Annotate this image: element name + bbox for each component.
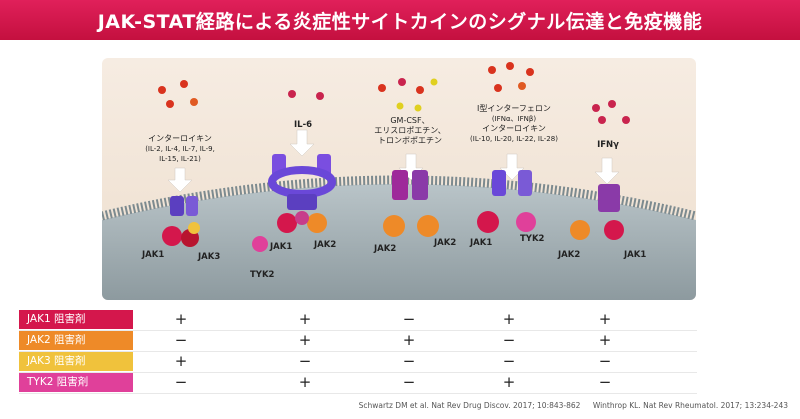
row-label: JAK3 阻害剤 <box>19 352 133 371</box>
kinase-label-jak1: JAK1 <box>270 242 293 252</box>
ligand-label-gm-csf: GM-CSF、 エリスロポエチン、 トロンボポエチン <box>374 116 446 145</box>
cytoplasm <box>102 184 696 300</box>
table-row-tyk2: TYK2 阻害剤 − + − + − <box>19 373 697 394</box>
kinase-label-jak2: JAK2 <box>558 250 581 260</box>
table-row-jak1: JAK1 阻害剤 + + − + + <box>19 310 697 331</box>
table-cell: + <box>298 373 312 391</box>
table-cell: + <box>298 331 312 349</box>
inhibitor-table: JAK1 阻害剤 + + − + + JAK2 阻害剤 − + + − + JA… <box>19 310 697 394</box>
cell-membrane <box>102 175 696 221</box>
table-row-jak3: JAK3 阻害剤 + − − − − <box>19 352 697 373</box>
table-cell: − <box>402 310 416 328</box>
table-cell: − <box>598 373 612 391</box>
kinase-label-jak1: JAK1 <box>470 238 493 248</box>
references: Schwartz DM et al. Nat Rev Drug Discov. … <box>349 401 788 410</box>
table-cell: − <box>402 373 416 391</box>
table-cell: − <box>502 352 516 370</box>
ligand-label-il6: IL-6 <box>293 120 313 130</box>
table-cell: − <box>174 373 188 391</box>
table-cell: − <box>298 352 312 370</box>
reference-2: Winthrop KL. Nat Rev Rheumatol. 2017; 13… <box>592 401 788 410</box>
table-cell: + <box>402 331 416 349</box>
diagram-graphics <box>102 62 696 300</box>
table-cell: + <box>502 310 516 328</box>
row-label: TYK2 阻害剤 <box>19 373 133 392</box>
table-cell: − <box>598 352 612 370</box>
kinase-label-tyk2: TYK2 <box>520 234 545 244</box>
table-cell: + <box>598 331 612 349</box>
kinase-label-jak1: JAK1 <box>142 250 165 260</box>
cytokine-molecules <box>158 62 630 124</box>
ligand-label-interferon: Ⅰ型インターフェロン (IFNα、IFNβ) インターロイキン (IL-10, … <box>470 104 558 143</box>
table-cell: + <box>598 310 612 328</box>
kinase-label-jak2: JAK2 <box>374 244 397 254</box>
table-cell: + <box>502 373 516 391</box>
row-label: JAK1 阻害剤 <box>19 310 133 329</box>
table-cell: + <box>174 310 188 328</box>
ligand-label-il-common-gamma: インターロイキン (IL-2, IL-4, IL-7, IL-9, IL-15,… <box>145 134 215 163</box>
receptor-complexes <box>162 154 624 252</box>
row-label: JAK2 阻害剤 <box>19 331 133 350</box>
table-row-jak2: JAK2 阻害剤 − + + − + <box>19 331 697 352</box>
kinase-label-jak2: JAK2 <box>314 240 337 250</box>
reference-1: Schwartz DM et al. Nat Rev Drug Discov. … <box>358 401 581 410</box>
ligand-label-ifn-gamma: IFNγ <box>597 140 619 150</box>
table-cell: − <box>502 331 516 349</box>
kinase-label-jak1: JAK1 <box>624 250 647 260</box>
table-cell: − <box>402 352 416 370</box>
kinase-label-jak3: JAK3 <box>198 252 221 262</box>
table-cell: + <box>174 352 188 370</box>
page-title: JAK-STAT経路による炎症性サイトカインのシグナル伝達と免疫機能 <box>97 11 703 33</box>
kinase-label-jak2: JAK2 <box>434 238 457 248</box>
title-banner: JAK-STAT経路による炎症性サイトカインのシグナル伝達と免疫機能 <box>0 0 800 40</box>
table-cell: + <box>298 310 312 328</box>
table-cell: − <box>174 331 188 349</box>
pathway-diagram: インターロイキン (IL-2, IL-4, IL-7, IL-9, IL-15,… <box>102 58 696 300</box>
kinase-label-tyk2: TYK2 <box>250 270 275 280</box>
